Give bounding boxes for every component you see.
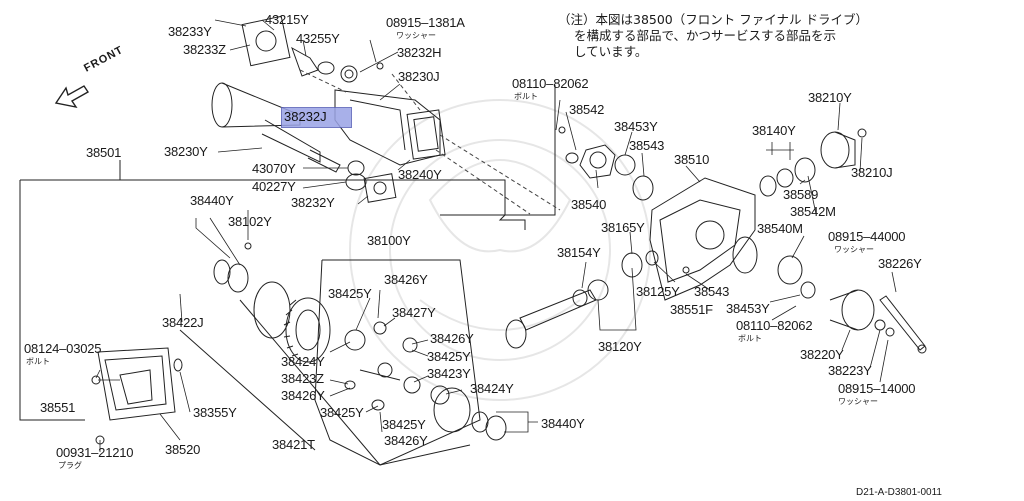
part-label[interactable]: 38421T	[272, 437, 315, 452]
part-label[interactable]: 38230J	[398, 69, 440, 84]
highlighted-part-label[interactable]: 38232J	[284, 109, 327, 124]
part-label[interactable]: 38426Y	[430, 331, 474, 346]
part-label[interactable]: 38424Y	[470, 381, 514, 396]
part-label[interactable]: 38425Y	[320, 405, 364, 420]
part-label[interactable]: 38422J	[162, 315, 204, 330]
part-label[interactable]: 38543	[629, 138, 665, 153]
part-label-sub: ワッシャー	[834, 245, 874, 254]
diff-outline-38100Y	[314, 259, 481, 466]
part-label[interactable]: 38424Y	[281, 354, 325, 369]
part-label[interactable]: 38230Y	[164, 144, 208, 159]
part-label[interactable]: 38551	[40, 400, 76, 415]
part-label[interactable]: 40227Y	[252, 179, 296, 194]
part-label[interactable]: 08915–44000	[828, 229, 906, 244]
part-label[interactable]: 38542	[569, 102, 605, 117]
part-label[interactable]: 43255Y	[296, 31, 340, 46]
part-label-sub: プラグ	[58, 461, 82, 470]
part-label[interactable]: 38423Z	[281, 371, 324, 386]
part-label[interactable]: 38233Y	[168, 24, 212, 39]
part-label[interactable]: 38551F	[670, 302, 713, 317]
highlighted-part-box[interactable]	[281, 107, 352, 128]
top-gasket-plate	[241, 15, 384, 77]
document-reference: D21-A-D3801-0011	[856, 487, 942, 498]
part-label-sub: ボルト	[26, 357, 50, 366]
part-label-sub: ワッシャー	[396, 31, 436, 40]
diff-pinions	[344, 321, 507, 441]
part-label[interactable]: 38453Y	[614, 119, 658, 134]
assembly-outline-38501	[19, 179, 526, 421]
part-label[interactable]: 08110–82062	[512, 76, 589, 91]
rear-cover-38520	[91, 347, 183, 445]
part-label[interactable]: 43070Y	[252, 161, 296, 176]
part-label[interactable]: 38423Y	[427, 366, 471, 381]
part-label[interactable]: 38226Y	[878, 256, 922, 271]
part-label[interactable]: 38540	[571, 197, 607, 212]
part-label[interactable]: 38355Y	[193, 405, 237, 420]
japanese-note: （注）本図は38500（フロント ファイナル ドライブ） を構成する部品で、かつ…	[558, 12, 898, 60]
part-label[interactable]: 38165Y	[601, 220, 645, 235]
part-label[interactable]: 08915–1381A	[386, 15, 465, 30]
watermark-emblem	[349, 99, 651, 401]
part-label[interactable]: 38240Y	[398, 167, 442, 182]
part-label[interactable]: 38426Y	[281, 388, 325, 403]
part-label[interactable]: 38232H	[397, 45, 442, 60]
rear-flange-lower-right	[732, 236, 927, 354]
ring-gear	[283, 297, 331, 363]
part-label[interactable]: 38425Y	[427, 349, 471, 364]
part-label[interactable]: 38233Z	[183, 42, 226, 57]
part-label[interactable]: 38232Y	[291, 195, 335, 210]
part-label[interactable]: 38223Y	[828, 363, 872, 378]
part-label[interactable]: 38520	[165, 442, 201, 457]
side-flange-right	[759, 128, 867, 197]
part-label[interactable]: 38426Y	[384, 272, 428, 287]
part-label[interactable]: 08124–03025	[24, 341, 102, 356]
part-label[interactable]: 08915–14000	[838, 381, 916, 396]
note-line-2: を構成する部品で、かつサービスする部品を示	[574, 28, 837, 43]
part-label[interactable]: 38501	[86, 145, 122, 160]
part-label[interactable]: 38210J	[851, 165, 893, 180]
part-label[interactable]: 38427Y	[392, 305, 436, 320]
drive-pinion	[505, 250, 690, 349]
part-label[interactable]: 38154Y	[557, 245, 601, 260]
diff-case-left	[213, 242, 291, 339]
part-label-sub: ボルト	[514, 92, 538, 101]
part-label[interactable]: 38426Y	[384, 433, 428, 448]
note-line-1: （注）本図は38500（フロント ファイナル ドライブ）	[558, 12, 868, 27]
part-label[interactable]: 08110–82062	[736, 318, 813, 333]
part-label[interactable]: 38540M	[757, 221, 803, 236]
part-label[interactable]: 38453Y	[726, 301, 770, 316]
part-label[interactable]: 38543	[694, 284, 730, 299]
part-label[interactable]: 38425Y	[382, 417, 426, 432]
part-label[interactable]: 38542M	[790, 204, 836, 219]
part-label[interactable]: 38510	[674, 152, 710, 167]
part-label[interactable]: 38220Y	[800, 347, 844, 362]
part-label[interactable]: 38440Y	[190, 193, 234, 208]
note-line-3: しています。	[574, 44, 648, 59]
part-label[interactable]: 38210Y	[808, 90, 852, 105]
part-label[interactable]: 38140Y	[752, 123, 796, 138]
part-label[interactable]: 38102Y	[228, 214, 272, 229]
part-label[interactable]: 38125Y	[636, 284, 680, 299]
part-label-sub: ボルト	[738, 334, 762, 343]
part-label[interactable]: 38425Y	[328, 286, 372, 301]
lower-oil-seal-parts	[345, 160, 397, 203]
part-label[interactable]: 38120Y	[598, 339, 642, 354]
part-label[interactable]: 38589	[783, 187, 819, 202]
part-label[interactable]: 00931–21210	[56, 445, 134, 460]
part-label[interactable]: 38100Y	[367, 233, 411, 248]
front-arrow-icon	[54, 85, 90, 109]
leader-lines	[95, 19, 897, 452]
part-label-sub: ワッシャー	[838, 397, 878, 406]
part-label[interactable]: 43215Y	[265, 12, 309, 27]
part-label[interactable]: 38440Y	[541, 416, 585, 431]
